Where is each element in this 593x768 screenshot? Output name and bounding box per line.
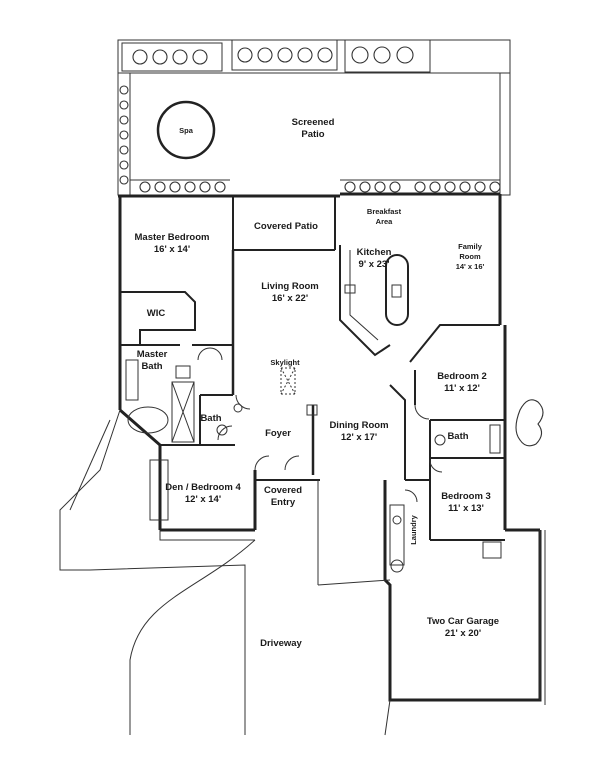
two-car-garage-size: 21' x 20' [445,628,481,639]
driveway-label: Driveway [260,638,302,649]
living-room-size: 16' x 22' [272,293,308,304]
master-bedroom-size: 16' x 14' [154,244,190,255]
covered-entry-label: Covered [264,485,302,496]
breakfast-area-label-2: Area [376,217,394,226]
laundry-label: Laundry [409,514,418,544]
den-bedroom-4-size: 12' x 14' [185,494,221,505]
family-room-size: 14' x 16' [456,262,485,271]
family-room-label: Family [458,242,483,251]
interior-walls [120,196,505,573]
wic-label: WIC [147,308,166,319]
master-bedroom-label: Master Bedroom [135,232,210,243]
bedroom-3-label: Bedroom 3 [441,491,491,502]
dining-room-label: Dining Room [329,420,388,431]
door-swings [197,347,443,503]
master-bath-label: Master [137,349,168,360]
bedroom-3-size: 11' x 13' [448,503,484,514]
living-room-label: Living Room [261,281,319,292]
bath-2-label: Bath [447,431,468,442]
screened-patio-label-2: Patio [301,129,324,140]
tree-icon [515,399,544,447]
foyer-label: Foyer [265,428,291,439]
bedroom-2-size: 11' x 12' [444,383,480,394]
covered-entry-label-2: Entry [271,497,296,508]
spa-label: Spa [179,126,194,135]
planter-shrubs [119,39,501,193]
kitchen-label: Kitchen [357,247,392,258]
screened-patio-label: Screened [292,117,335,128]
bedroom-2-label: Bedroom 2 [437,371,487,382]
master-bath-label-2: Bath [141,361,162,372]
breakfast-area-label: Breakfast [367,207,402,216]
skylight-label: Skylight [270,358,300,367]
hall-bath-label: Bath [200,413,221,424]
kitchen-size: 9' x 23' [359,259,390,270]
dining-room-size: 12' x 17' [341,432,377,443]
covered-patio-label: Covered Patio [254,221,318,232]
two-car-garage-label: Two Car Garage [427,616,499,627]
driveway-outline [59,409,546,736]
den-bedroom-4-label: Den / Bedroom 4 [165,482,241,493]
spa: Spa [156,100,216,160]
family-room-label-2: Room [459,252,481,261]
